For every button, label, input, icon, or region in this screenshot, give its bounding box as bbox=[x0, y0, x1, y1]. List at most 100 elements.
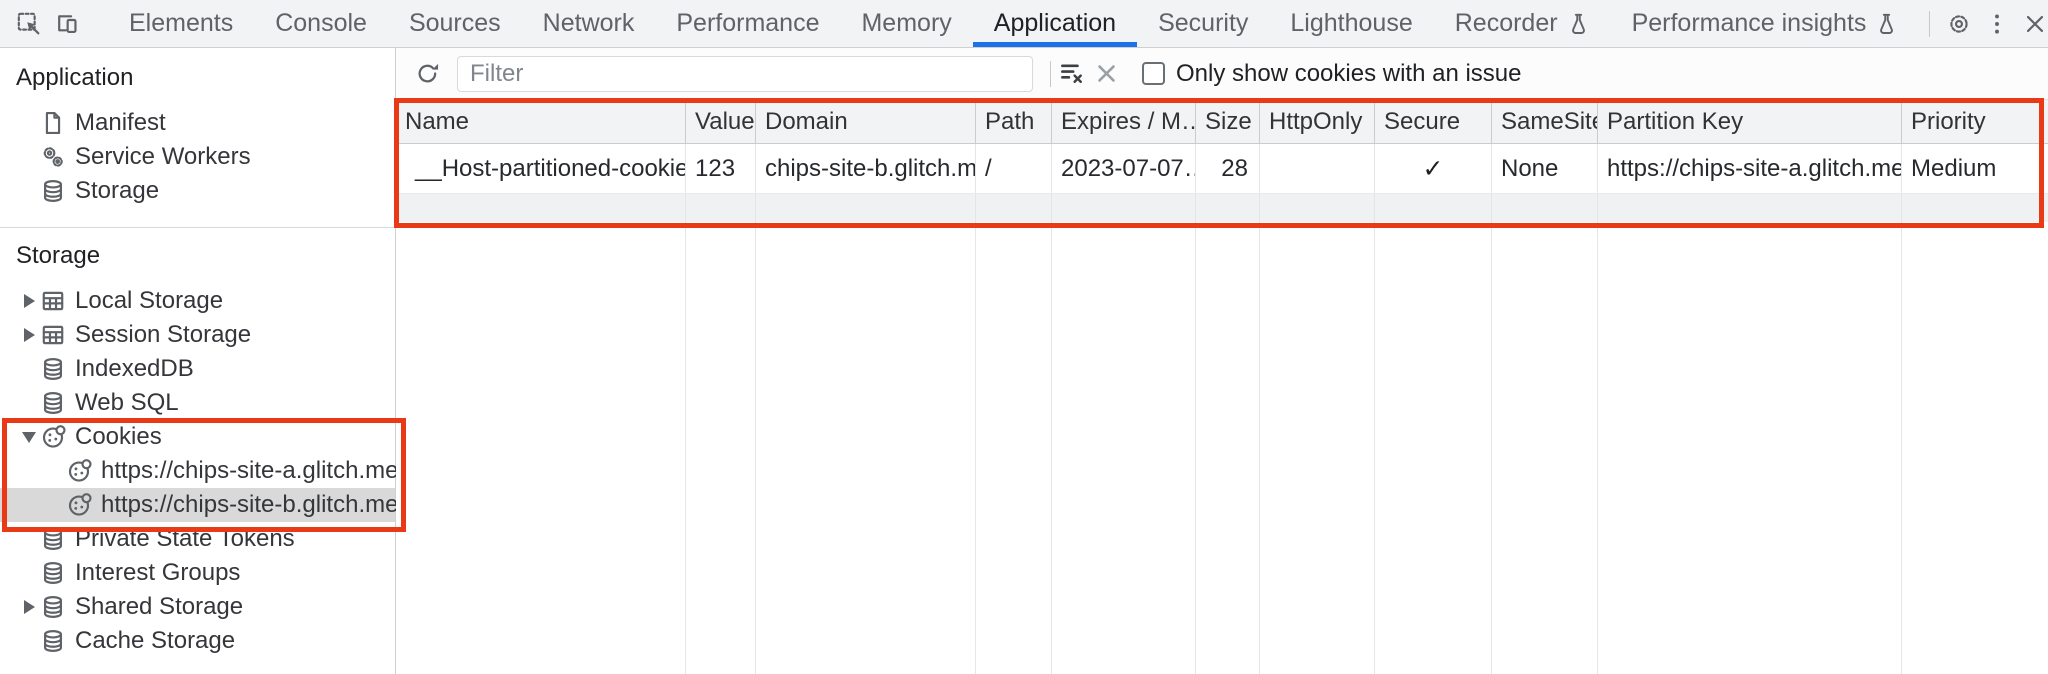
column-header-name[interactable]: Name bbox=[396, 100, 686, 143]
clear-x-icon bbox=[1093, 60, 1120, 87]
database-icon bbox=[40, 594, 66, 620]
sidebar-item-interest-groups[interactable]: Interest Groups bbox=[0, 556, 395, 590]
empty-cell bbox=[756, 222, 976, 674]
secure-checkmark: ✓ bbox=[1422, 154, 1444, 183]
empty-cell bbox=[1492, 222, 1598, 674]
tab-label: Security bbox=[1158, 9, 1249, 37]
empty-cell bbox=[686, 222, 756, 674]
column-header-secure[interactable]: Secure bbox=[1375, 100, 1492, 143]
sidebar-item-local-storage[interactable]: Local Storage bbox=[0, 284, 395, 318]
database-icon bbox=[40, 390, 66, 416]
empty-cell bbox=[1375, 194, 1492, 222]
sidebar-item-https-chips-site-b-glitch-me[interactable]: https://chips-site-b.glitch.me bbox=[0, 488, 399, 522]
sidebar-item-label: Storage bbox=[75, 177, 160, 204]
tab-network[interactable]: Network bbox=[522, 0, 656, 47]
sidebar-item-label: IndexedDB bbox=[75, 355, 194, 382]
column-header-expires[interactable]: Expires / M… bbox=[1052, 100, 1196, 143]
toolbar-left-icons bbox=[0, 0, 86, 47]
close-button[interactable] bbox=[2016, 5, 2048, 43]
column-header-value[interactable]: Value bbox=[686, 100, 756, 143]
empty-cell bbox=[1598, 194, 1902, 222]
inspect-icon bbox=[16, 11, 42, 37]
tab-recorder[interactable]: Recorder bbox=[1434, 0, 1611, 47]
issue-filter-label: Only show cookies with an issue bbox=[1176, 59, 1522, 87]
chevron-right-icon[interactable] bbox=[18, 294, 40, 308]
column-header-path[interactable]: Path bbox=[976, 100, 1052, 143]
cookie-cell-priority: Medium bbox=[1911, 154, 1997, 182]
tab-sources[interactable]: Sources bbox=[388, 0, 522, 47]
sidebar-item-cache-storage[interactable]: Cache Storage bbox=[0, 624, 395, 658]
sidebar-item-label: Private State Tokens bbox=[75, 525, 295, 552]
cookies-toolbar: Only show cookies with an issue bbox=[396, 48, 2048, 100]
cookie-icon bbox=[66, 492, 92, 518]
tab-label: Elements bbox=[129, 9, 234, 37]
tab-lighthouse[interactable]: Lighthouse bbox=[1269, 0, 1433, 47]
sidebar-item-session-storage[interactable]: Session Storage bbox=[0, 318, 395, 352]
toolbar-separator bbox=[1929, 10, 1931, 37]
sidebar-item-storage[interactable]: Storage bbox=[0, 174, 395, 208]
clear-filter-button[interactable] bbox=[1055, 57, 1089, 91]
empty-cell bbox=[1196, 222, 1260, 674]
sidebar-item-private-state-tokens[interactable]: Private State Tokens bbox=[0, 522, 395, 556]
tab-security[interactable]: Security bbox=[1137, 0, 1269, 47]
tab-label: Performance bbox=[676, 9, 820, 37]
inspect-button[interactable] bbox=[10, 5, 48, 43]
empty-cell bbox=[1598, 222, 1902, 674]
cookies-pane: Only show cookies with an issue NameValu… bbox=[396, 48, 2048, 674]
chevron-down-icon[interactable] bbox=[18, 431, 40, 443]
refresh-button[interactable] bbox=[410, 57, 444, 91]
device-toolbar-icon bbox=[54, 11, 80, 37]
tab-console[interactable]: Console bbox=[254, 0, 388, 47]
empty-cell bbox=[686, 194, 756, 222]
sidebar-item-https-chips-site-a-glitch-me[interactable]: https://chips-site-a.glitch.me bbox=[0, 454, 399, 488]
empty-cell bbox=[1260, 222, 1375, 674]
cookie-cell-domain: chips-site-b.glitch.me bbox=[756, 144, 976, 193]
filter-input[interactable] bbox=[457, 55, 1033, 92]
empty-cell bbox=[1052, 194, 1196, 222]
sidebar-item-indexeddb[interactable]: IndexedDB bbox=[0, 352, 395, 386]
empty-cell bbox=[396, 222, 686, 674]
tab-elements[interactable]: Elements bbox=[108, 0, 254, 47]
sidebar-item-cookies[interactable]: Cookies bbox=[0, 420, 395, 454]
sidebar-item-label: https://chips-site-a.glitch.me bbox=[101, 457, 399, 484]
sidebar-item-shared-storage[interactable]: Shared Storage bbox=[0, 590, 395, 624]
empty-cell bbox=[1902, 222, 2048, 674]
settings-gear-button[interactable] bbox=[1940, 5, 1978, 43]
cookie-cell-path: / bbox=[976, 144, 1052, 193]
tab-label: Recorder bbox=[1454, 9, 1558, 37]
column-header-httponly[interactable]: HttpOnly bbox=[1260, 100, 1375, 143]
cookie-cell-value: 123 bbox=[686, 144, 756, 193]
device-toolbar-button[interactable] bbox=[48, 5, 86, 43]
sidebar-item-manifest[interactable]: Manifest bbox=[0, 106, 395, 140]
sidebar-item-label: https://chips-site-b.glitch.me bbox=[101, 491, 399, 518]
empty-cell bbox=[976, 222, 1052, 674]
column-header-priority[interactable]: Priority bbox=[1911, 107, 1986, 135]
empty-cell bbox=[1052, 222, 1196, 674]
toolbar-separator bbox=[1050, 60, 1051, 87]
empty-cell bbox=[1902, 194, 2048, 222]
tab-label: Application bbox=[993, 9, 1117, 37]
tab-application[interactable]: Application bbox=[972, 0, 1138, 47]
tab-memory[interactable]: Memory bbox=[840, 0, 972, 47]
empty-cell bbox=[1492, 194, 1598, 222]
tab-performance[interactable]: Performance bbox=[655, 0, 840, 47]
column-header-partition-key[interactable]: Partition Key bbox=[1598, 100, 1902, 143]
column-header-domain[interactable]: Domain bbox=[756, 100, 976, 143]
database-icon bbox=[40, 560, 66, 586]
more-menu-button[interactable] bbox=[1978, 5, 2016, 43]
chevron-right-icon[interactable] bbox=[18, 328, 40, 342]
clear-button[interactable] bbox=[1089, 57, 1123, 91]
column-header-samesite[interactable]: SameSite bbox=[1492, 100, 1598, 143]
sidebar-item-web-sql[interactable]: Web SQL bbox=[0, 386, 395, 420]
chevron-right-icon[interactable] bbox=[18, 600, 40, 614]
column-header-size[interactable]: Size bbox=[1196, 100, 1260, 143]
sidebar-item-service-workers[interactable]: Service Workers bbox=[0, 140, 395, 174]
cookie-cell-partition-key: https://chips-site-a.glitch.me bbox=[1598, 144, 1902, 193]
document-icon bbox=[40, 110, 66, 136]
more-menu-icon bbox=[1984, 11, 2010, 37]
issue-filter-checkbox[interactable] bbox=[1142, 62, 1165, 85]
sidebar-item-label: Web SQL bbox=[75, 389, 179, 416]
tab-performance-insights[interactable]: Performance insights bbox=[1611, 0, 1920, 47]
